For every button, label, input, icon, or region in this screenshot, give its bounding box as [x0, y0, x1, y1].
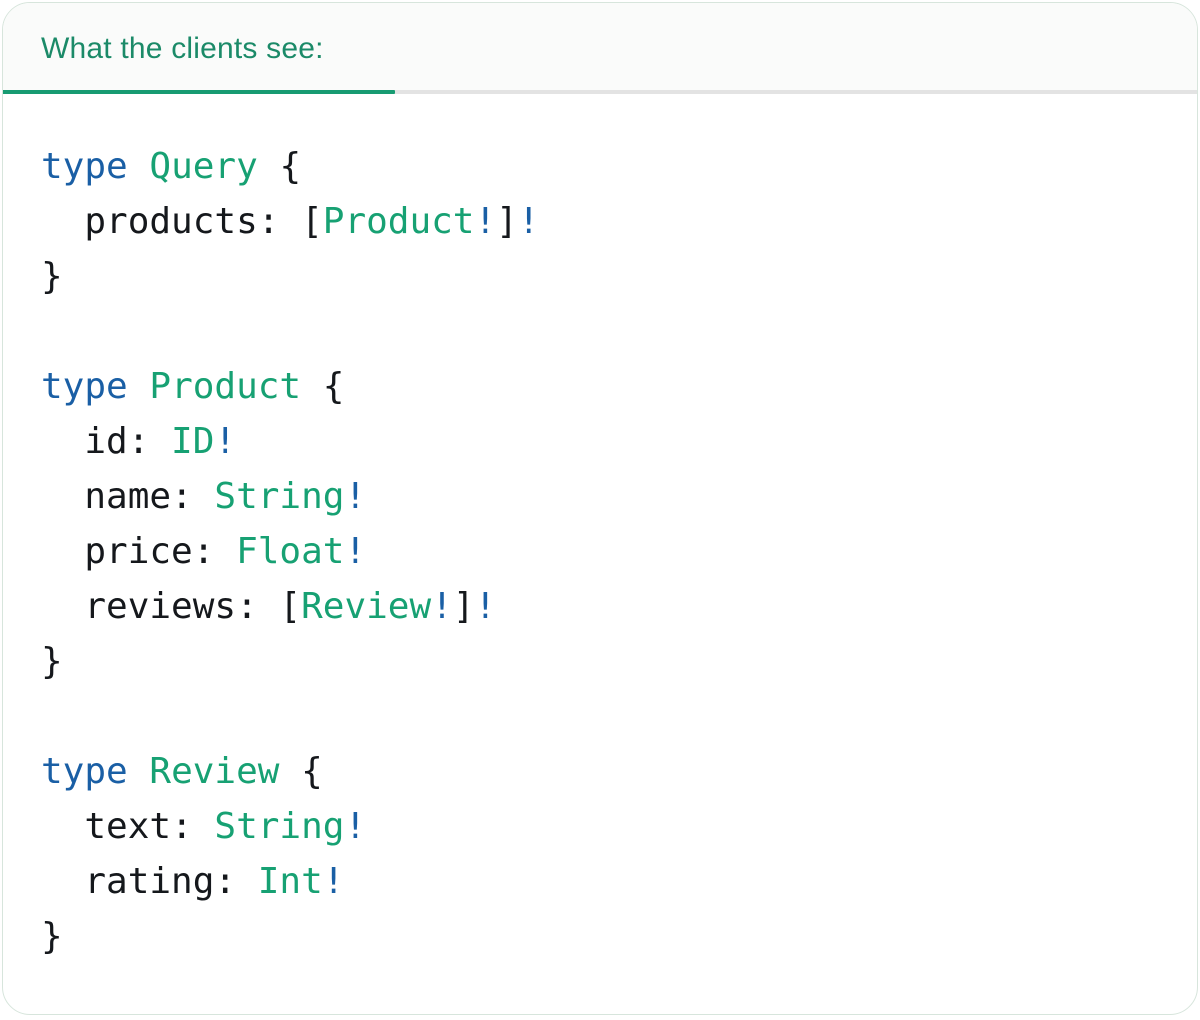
tab-clients-view[interactable]: What the clients see:: [41, 32, 324, 65]
code-line: type Review {: [41, 751, 323, 792]
code-line: }: [41, 256, 63, 297]
code-line: type Product {: [41, 366, 345, 407]
code-line: id: ID!: [41, 421, 237, 462]
code-line: type Query {: [41, 146, 302, 187]
code-line: name: String!: [41, 476, 367, 517]
code-line: [41, 689, 1197, 744]
code-line: }: [41, 916, 63, 957]
code-line: }: [41, 641, 63, 682]
tab-bar: What the clients see:: [3, 3, 1197, 94]
code-block: type Query { products: [Product!]!} type …: [41, 139, 1197, 964]
code-line: price: Float!: [41, 531, 367, 572]
code-line: products: [Product!]!: [41, 201, 540, 242]
code-line: rating: Int!: [41, 861, 345, 902]
code-line: reviews: [Review!]!: [41, 586, 497, 627]
code-line: text: String!: [41, 806, 367, 847]
code-line: [41, 304, 1197, 359]
active-tab-indicator: [3, 90, 395, 94]
